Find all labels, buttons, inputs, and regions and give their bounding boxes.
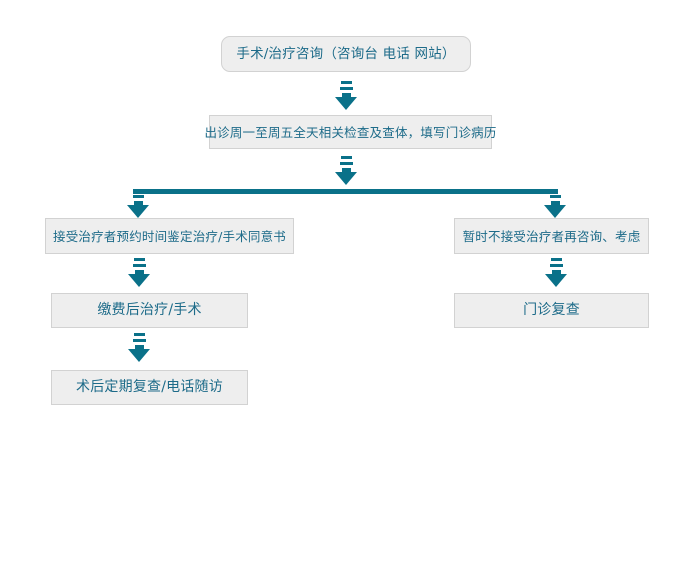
- arrow-stem-segment: [133, 333, 145, 336]
- arrow-neck: [341, 93, 351, 97]
- arrow-payment-to-followup: [128, 333, 150, 362]
- arrow-stem-segment: [132, 195, 144, 198]
- arrow-accept-to-payment: [128, 258, 150, 287]
- arrow-branch-left: [127, 195, 149, 218]
- arrow-stem-segment: [133, 258, 145, 261]
- node-consultation[interactable]: 手术/治疗咨询（咨询台 电话 网站）: [221, 36, 471, 72]
- arrow-neck: [550, 201, 560, 205]
- arrow-neck: [133, 201, 143, 205]
- node-postop-followup[interactable]: 术后定期复查/电话随访: [51, 370, 248, 405]
- arrow-head-icon: [335, 97, 357, 110]
- arrow-stem-segment: [549, 264, 563, 267]
- arrow-branch-right: [544, 195, 566, 218]
- node-outpatient-exam[interactable]: 出诊周一至周五全天相关检查及查体，填写门诊病历: [204, 115, 496, 149]
- arrow-neck: [134, 270, 144, 274]
- arrow-stem-segment: [340, 156, 352, 159]
- arrow-head-icon: [128, 349, 150, 362]
- node-outpatient-recheck-label: 门诊复查: [523, 302, 580, 319]
- node-postop-followup-label: 术后定期复查/电话随访: [76, 379, 223, 396]
- arrow-head-icon: [127, 205, 149, 218]
- arrow-head-icon: [335, 172, 357, 185]
- arrow-decline-to-recheck: [545, 258, 567, 287]
- node-outpatient-recheck[interactable]: 门诊复查: [454, 293, 649, 328]
- arrow-neck: [134, 345, 144, 349]
- arrow-neck: [551, 270, 561, 274]
- node-accept-treatment[interactable]: 接受治疗者预约时间鉴定治疗/手术同意书: [45, 218, 294, 254]
- node-consultation-label: 手术/治疗咨询（咨询台 电话 网站）: [236, 45, 456, 62]
- arrow-stem-segment: [549, 195, 561, 198]
- arrow-neck: [341, 168, 351, 172]
- arrow-stem-segment: [339, 87, 353, 90]
- arrow-stem-segment: [132, 264, 146, 267]
- node-accept-treatment-label: 接受治疗者预约时间鉴定治疗/手术同意书: [53, 228, 287, 244]
- arrow-stem-segment: [550, 258, 562, 261]
- arrow-head-icon: [545, 274, 567, 287]
- arrow-head-icon: [544, 205, 566, 218]
- arrow-exam-to-branch: [335, 156, 357, 185]
- node-decline-treatment[interactable]: 暂时不接受治疗者再咨询、考虑: [454, 218, 649, 254]
- arrow-head-icon: [128, 274, 150, 287]
- arrow-stem-segment: [132, 339, 146, 342]
- node-decline-treatment-label: 暂时不接受治疗者再咨询、考虑: [462, 228, 641, 244]
- branch-bar: [133, 189, 558, 194]
- arrow-stem-segment: [339, 162, 353, 165]
- node-outpatient-exam-label: 出诊周一至周五全天相关检查及查体，填写门诊病历: [204, 124, 497, 140]
- node-payment-treatment-label: 缴费后治疗/手术: [97, 302, 202, 319]
- node-payment-treatment[interactable]: 缴费后治疗/手术: [51, 293, 248, 328]
- arrow-stem-segment: [340, 81, 352, 84]
- arrow-consultation-to-exam: [335, 81, 357, 110]
